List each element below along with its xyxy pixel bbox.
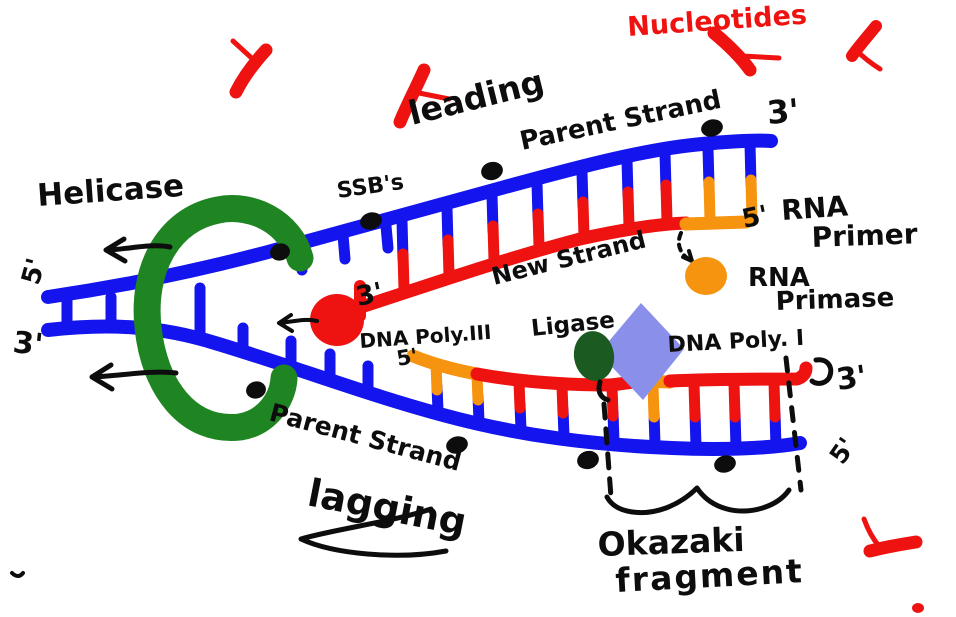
five-prime-left-label: 5' [16,255,52,288]
top-parent-strand [41,133,778,304]
left-arrow-bottom [89,362,179,392]
base-pair-rung-new [532,208,545,252]
base-pair-rung-new [397,248,410,295]
rna-primer-label-line1: RNA [780,189,849,227]
rna-primase-label-line1: RNA [748,263,810,293]
base-pair-rung-new [768,376,781,423]
rna-primase-label-line2: Primase [775,283,895,317]
okazaki-dashed-line-right [783,355,804,493]
okazaki-dashed-line-left [601,401,614,500]
ligase-blob [573,331,615,381]
base-pair-rung-new [622,186,635,232]
three-prime-lagging-label: 3' [834,359,869,398]
dna-poly-i-diamond [599,303,684,400]
lagging-rna-primer-2 [406,349,484,381]
leading-new-strand [345,216,693,317]
ssb-label: SSB's [335,170,405,204]
dna-poly-iii-blob [310,294,364,346]
ssb-dot [481,161,503,181]
ssb-dot [446,436,468,454]
ssb-dot [714,455,736,473]
ssb-dot [270,243,290,261]
base-pair-rung-new [660,179,673,227]
base-pair-rung-new [728,377,741,423]
okazaki-brace [604,485,792,515]
new-strand-label: New Strand [489,225,649,290]
stray-tick [10,571,25,578]
nucleotide-icon [229,38,273,99]
nucleotide-icon [707,26,782,77]
left-arrow-fork [277,313,319,333]
base-pair-rung-new [556,380,569,419]
okazaki-segment-1 [663,361,813,388]
five-prime-bottom-right-label: 5' [824,432,862,469]
left-arrow-top [103,236,173,264]
nucleotides-label: Nucleotides [626,0,808,43]
lagging-underline-swoosh [298,506,449,558]
dna-poly-iii-label: DNA Poly.III [359,320,493,353]
base-pair-rung-primer [745,174,758,225]
lagging-end-curl [809,357,834,386]
helicase-ring [133,195,314,441]
ligase-tail [596,379,611,403]
nucleotide-icon [861,516,923,558]
primer-to-primase-arrowhead [681,249,694,263]
base-pair-rung-new [442,234,455,281]
three-prime-left-label: 3' [11,325,45,363]
leading-rna-primer [679,215,753,231]
three-prime-top-right-label: 3' [765,91,800,132]
okazaki-segment-2 [470,367,649,392]
ssb-dot [701,119,723,137]
unpaired-base-stub [380,220,394,254]
rna-primer-label-line2: Primer [811,217,918,254]
three-prime-leading-label: 3' [353,277,386,313]
unpaired-base-stub [337,229,351,265]
base-pair-rung-new [577,196,590,242]
nucleotide-icon [846,20,883,72]
base-pair-rung-new [487,220,500,266]
okazaki-label-line1: Okazaki [597,520,745,564]
ssb-dot [577,450,599,470]
base-pair-rung-primer [647,379,660,423]
five-prime-top-primer-label: 5' [739,200,771,235]
helicase-label: Helicase [36,168,185,214]
base-pair-rung-new [688,378,701,423]
nucleotide-fragment [912,603,924,613]
dna-poly-i-label: DNA Poly. I [667,326,805,358]
ssb-dot [360,212,382,230]
rna-primase-blob [685,257,727,295]
ssb-dot [246,381,266,399]
nucleotide-icon [393,63,452,129]
base-pair-rung-primer [703,176,716,226]
five-prime-lagging-primer-label: 5' [395,344,420,371]
